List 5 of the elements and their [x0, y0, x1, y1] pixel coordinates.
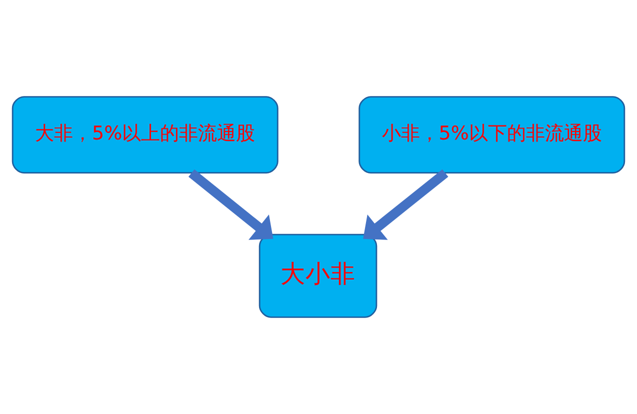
arrow: [188, 169, 274, 240]
arrow: [363, 169, 448, 240]
node-box: 大小非: [258, 234, 378, 318]
node-box: 大非，5%以上的非流通股: [12, 96, 278, 174]
node-box: 小非，5%以下的非流通股: [358, 96, 626, 174]
